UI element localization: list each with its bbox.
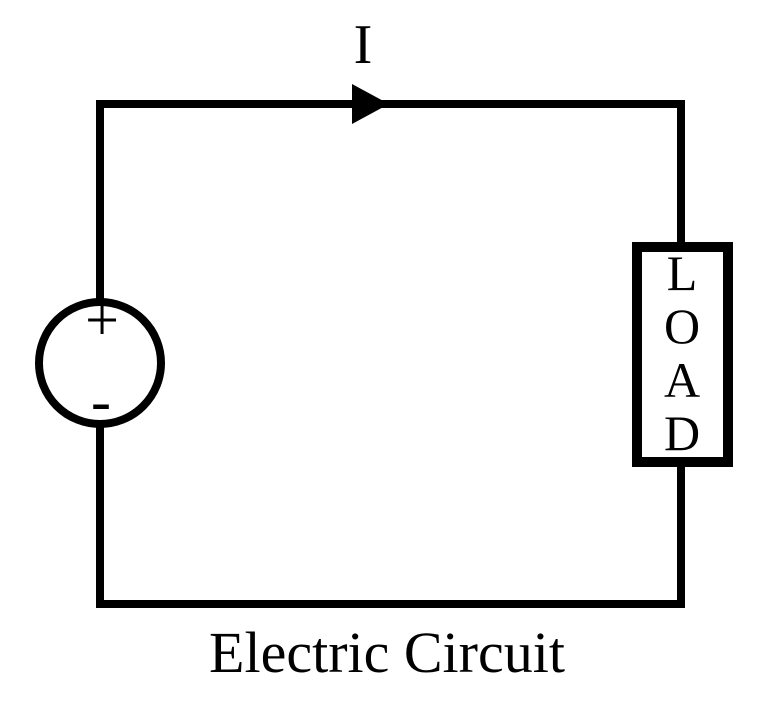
current-label: I	[354, 14, 373, 76]
load-letter-d: D	[664, 405, 700, 461]
diagram-title: Electric Circuit	[209, 620, 565, 685]
load-letter-o: O	[664, 298, 700, 354]
current-arrow-icon	[352, 84, 389, 124]
source-negative-label: -	[91, 368, 111, 434]
source-positive-label: +	[85, 287, 119, 353]
voltage-source	[35, 298, 165, 428]
wire-bottom-segment	[96, 421, 685, 608]
load-letter-a: A	[664, 352, 700, 408]
load-letter-l: L	[667, 245, 698, 301]
wire-top-segment	[96, 100, 685, 305]
load-box	[632, 242, 733, 467]
